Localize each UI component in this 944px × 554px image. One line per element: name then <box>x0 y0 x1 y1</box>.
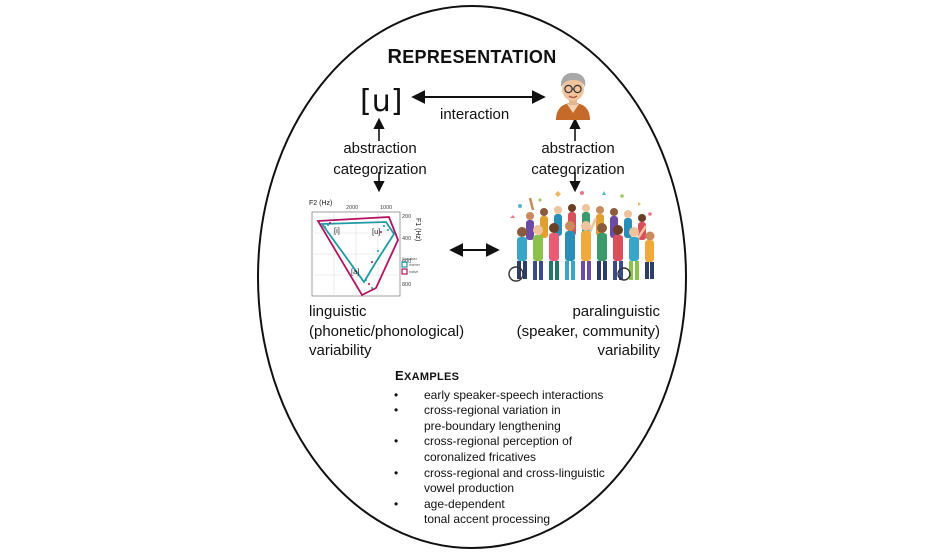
elderly-person-icon <box>556 72 590 120</box>
example-item: • cross-regional perception of coronaliz… <box>394 434 573 464</box>
x-tick-label: 2000 <box>346 205 358 211</box>
examples-section: EXAMPLES • early speaker-speech interact… <box>388 368 664 528</box>
legend-swatch-native <box>401 268 408 275</box>
bullet-icon: • <box>394 387 399 402</box>
linguistic-line: (phonetic/phonological) <box>309 322 465 340</box>
legend-title: Speaker <box>402 256 418 261</box>
paralinguistic-line: variability <box>597 342 660 359</box>
example-item: • age-dependent tonal accent processing <box>394 496 551 527</box>
abstraction-text: abstraction <box>541 140 615 157</box>
crowd-front-row <box>517 221 655 280</box>
wheelchair-user <box>508 266 631 282</box>
categorization-text: categorization <box>333 161 427 178</box>
abstraction-label-right: abstraction categorization <box>520 138 636 180</box>
linguistic-line: linguistic <box>309 303 367 320</box>
interaction-label: interaction <box>440 106 510 123</box>
y-axis-label: F1 (Hz) <box>414 218 421 241</box>
learner-vowel-space <box>320 221 396 284</box>
y-tick-label: 800 <box>402 282 411 288</box>
bullet-icon: • <box>394 403 399 418</box>
diagram-title: REPRESENTATION <box>387 46 557 68</box>
paralinguistic-line: (speaker, community) <box>516 322 660 340</box>
y-tick-label: 200 <box>402 214 411 220</box>
example-item: • cross-regional and cross-linguistic vo… <box>394 465 605 496</box>
legend-label-native: native <box>409 270 418 274</box>
vowel-label-i: [i] <box>334 226 340 235</box>
y-tick-label: 400 <box>402 236 411 242</box>
x-axis-label: F2 (Hz) <box>309 200 332 207</box>
examples-title: EXAMPLES <box>395 368 460 383</box>
example-item: • cross-regional variation in pre-bounda… <box>394 403 561 433</box>
abstraction-text: abstraction <box>343 140 417 157</box>
legend-label-learner: learner <box>409 263 421 267</box>
vowel-label-u: [u] <box>372 227 380 236</box>
phoneme-symbol: [u] <box>360 84 403 119</box>
native-vowel-space <box>316 216 399 297</box>
bullet-icon: • <box>394 465 399 480</box>
vowel-formant-plot: F2 (Hz) 2000 1000 200 400 600 800 F1 (Hz… <box>309 200 421 297</box>
linguistic-variability-label: linguistic (phonetic/phonological) varia… <box>309 302 464 361</box>
example-item: • early speaker-speech interactions <box>394 387 604 402</box>
vowel-label-a: [a] <box>351 267 359 276</box>
bullet-icon: • <box>394 496 399 511</box>
crowd-of-people-illustration <box>508 191 655 282</box>
bullet-icon: • <box>394 434 399 449</box>
outer-ellipse <box>257 5 687 549</box>
linguistic-line: variability <box>309 342 372 359</box>
abstraction-label-left: abstraction categorization <box>322 138 438 180</box>
x-tick-label: 1000 <box>380 205 392 211</box>
categorization-text: categorization <box>531 161 625 178</box>
legend-swatch-learner <box>401 261 408 268</box>
paralinguistic-variability-label: paralinguistic (speaker, community) vari… <box>490 302 660 361</box>
paralinguistic-line: paralinguistic <box>572 303 660 320</box>
